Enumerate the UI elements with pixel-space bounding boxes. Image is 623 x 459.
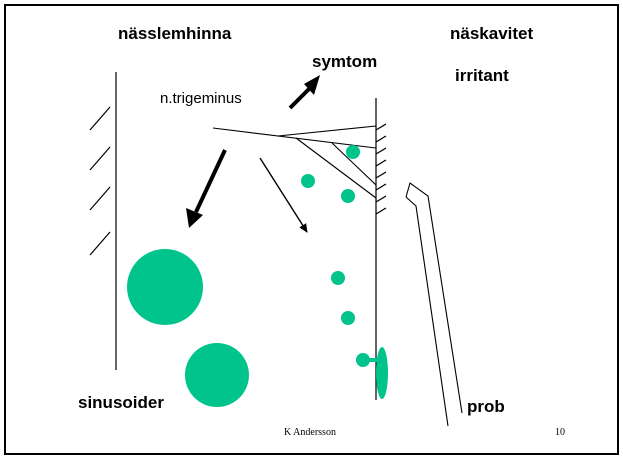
- label-symtom: symtom: [312, 52, 377, 72]
- label-nasslemhinna: nässlemhinna: [118, 24, 231, 44]
- nerve-branches: [213, 126, 376, 198]
- label-trigeminus: n.trigeminus: [160, 90, 242, 107]
- arrow-to-symtom: [290, 75, 320, 108]
- arrow-to-glands: [260, 158, 307, 232]
- footer-author: K Andersson: [284, 427, 336, 438]
- mucosa-hatch-marks: [90, 107, 110, 255]
- slide-frame: [5, 5, 618, 454]
- label-prob: prob: [467, 397, 505, 417]
- gland-dots: [301, 145, 370, 367]
- label-naskavitet: näskavitet: [450, 24, 533, 44]
- label-sinusoider: sinusoider: [78, 393, 164, 413]
- arrow-to-sinusoids: [186, 150, 225, 228]
- label-irritant: irritant: [455, 66, 509, 86]
- sinusoid-lower: [185, 343, 249, 407]
- cavity-hatch-marks: [376, 124, 386, 214]
- probe-outline: [406, 183, 462, 426]
- page-number: 10: [555, 427, 565, 438]
- sinusoid-large: [127, 249, 203, 325]
- probe-droplet: [376, 347, 388, 399]
